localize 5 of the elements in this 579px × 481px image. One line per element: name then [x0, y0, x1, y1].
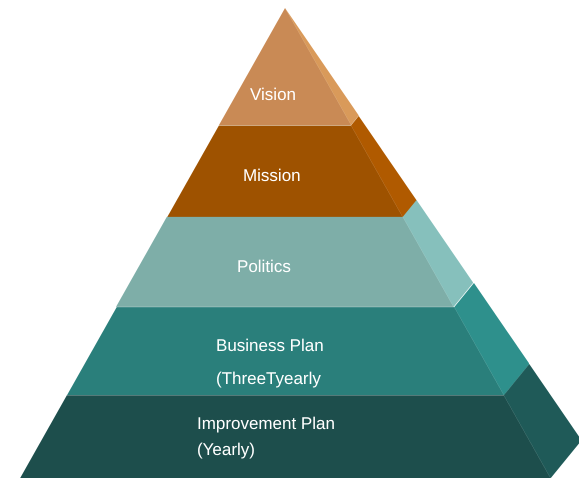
- tier-label: Vision: [250, 84, 297, 106]
- tier-label: Improvement Plan (Yearly): [196, 412, 336, 461]
- tier-label: Business Plan (ThreeTyearly: [216, 334, 325, 390]
- tier-label: Politics: [236, 256, 292, 278]
- tier-label: Mission: [242, 164, 302, 187]
